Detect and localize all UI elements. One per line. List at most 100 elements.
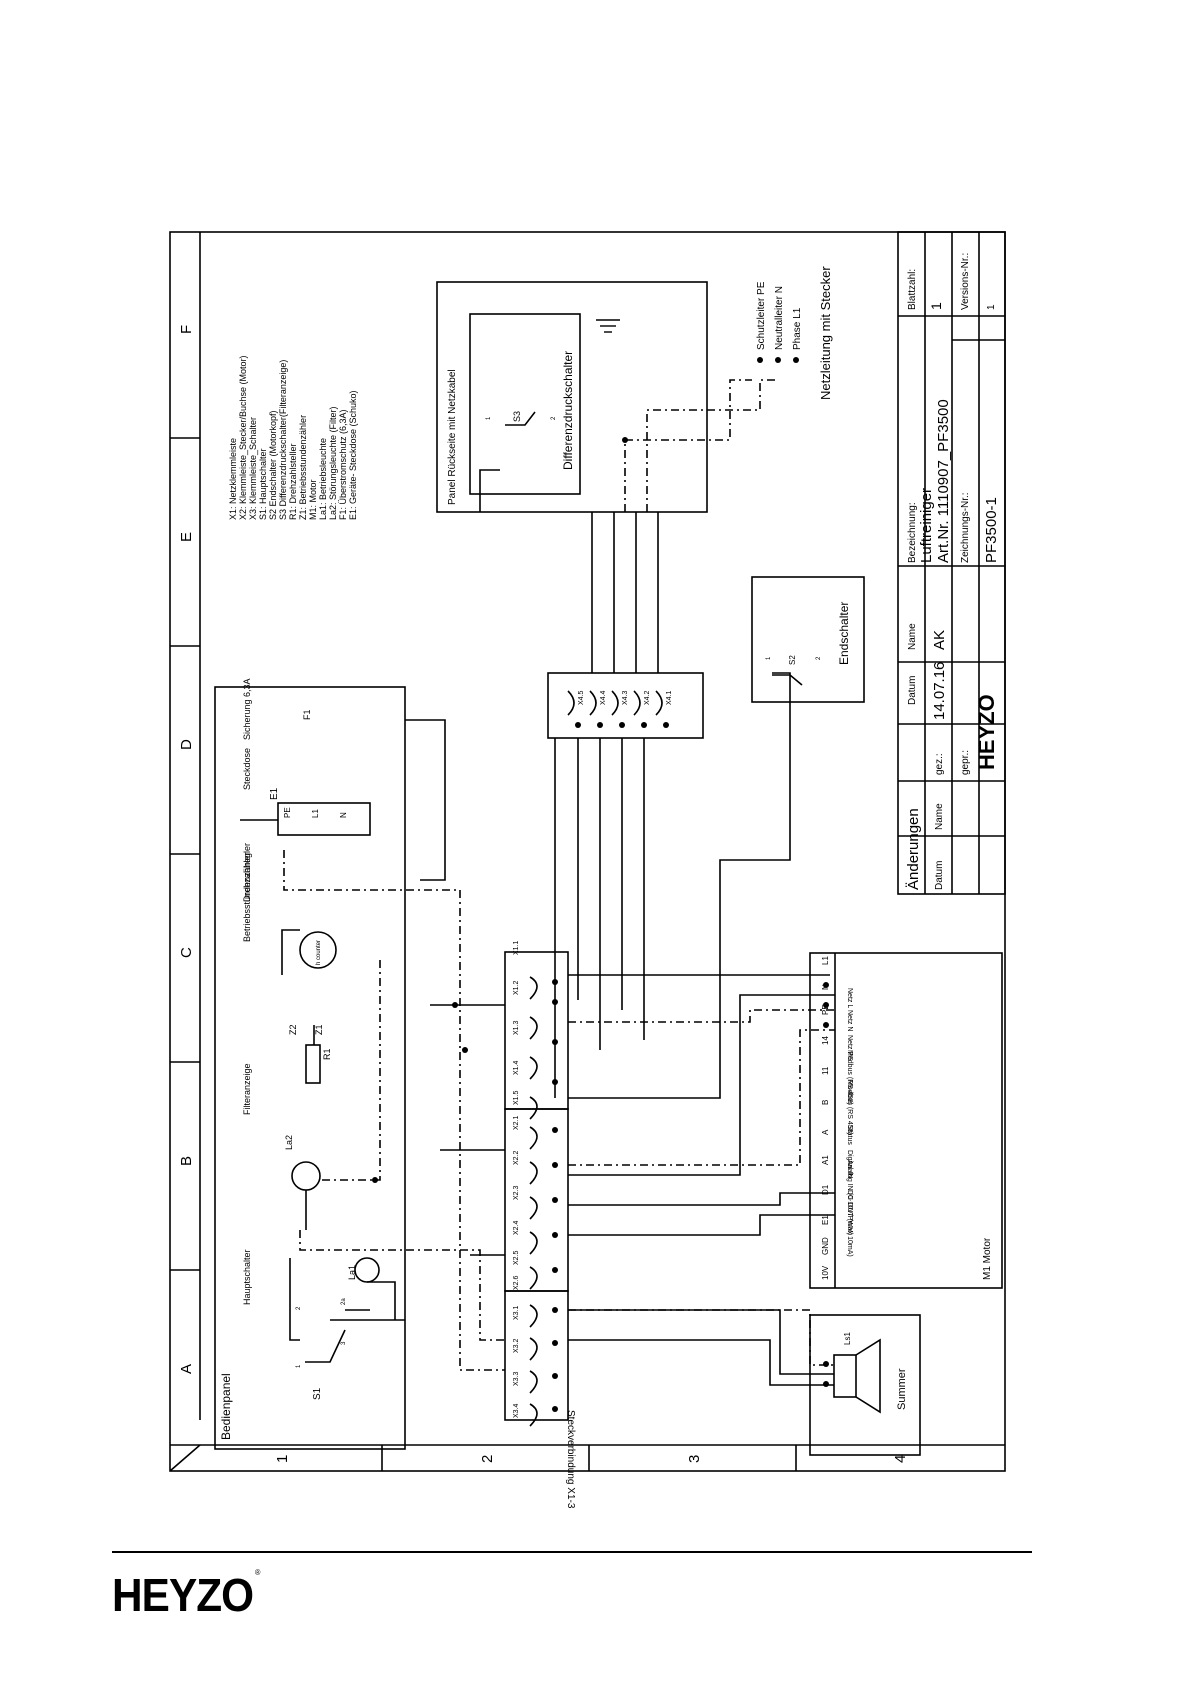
x4-pin: X4.4: [600, 690, 607, 705]
motor-pin-desc: Digital IN: [846, 1150, 853, 1178]
zeichnungs-label: Zeichnungs-Nr.:: [960, 492, 971, 563]
s3-pin: 1: [486, 416, 492, 420]
row-label-3: 3: [686, 1455, 703, 1463]
x2-pin: X2.6: [513, 1275, 520, 1290]
label-la2: La2: [284, 1135, 294, 1150]
label-sicherung: Sicherung 6,3A: [242, 678, 252, 740]
motor-pin: L1: [821, 956, 830, 965]
gez-name: AK: [931, 630, 948, 650]
bezeichnung-2: Art.Nr. 1110907_PF3500: [935, 399, 952, 563]
legend-item: R1: Drehzahlsteller: [288, 443, 298, 520]
motor-box: [809, 952, 1003, 1289]
x3-pin: X3.4: [513, 1403, 520, 1418]
socket-pin-n: N: [339, 812, 348, 818]
x3-pin: X3.2: [513, 1338, 520, 1353]
label-counter: h counter: [316, 940, 322, 965]
motor-pin-desc: Modbus (RS 458): [846, 1080, 853, 1135]
legend-item: S3 Differenzdruckschalter(Filteranzeige): [278, 360, 288, 520]
label-z2: Z2: [288, 1024, 298, 1035]
gez-date: 14.07.16: [931, 662, 948, 720]
legend: X1: Netzklemmleiste X2: Klemmleiste_Stec…: [228, 355, 358, 520]
col-label-e: E: [178, 532, 195, 542]
x2-pin: X2.4: [513, 1220, 520, 1235]
motor-pin-desc: Netz L: [846, 988, 853, 1008]
label-s1: S1: [312, 1387, 323, 1400]
col-label-f: F: [178, 325, 195, 334]
switch-pin: 2a: [341, 1298, 347, 1305]
datum-head: Datum: [907, 676, 918, 705]
junction-dots: [372, 357, 829, 1412]
s3-label: S3: [512, 411, 522, 422]
zeichnungs-nr: PF3500-1: [983, 497, 1000, 563]
label-drehzahlregler: Drehzahlregler: [242, 843, 252, 902]
x2-pin: X2.2: [513, 1150, 520, 1165]
endschalter-title: Endschalter: [837, 602, 851, 665]
x1-pin: X1.1: [513, 940, 520, 955]
x4-block: [547, 672, 704, 739]
motor-pin: PE: [821, 1004, 830, 1015]
legend-item: Z1: Betriebsstundenzähler: [298, 415, 308, 520]
socket-pin-pe: PE: [283, 807, 292, 818]
versions-nr: 1: [986, 304, 997, 310]
wire-phase: Phase L1: [792, 307, 803, 350]
legend-item: E1: Geräte- Steckdose (Schuko): [348, 390, 358, 520]
legend-item: X2: Klemmleiste_Stecker/Buchse (Motor): [238, 355, 248, 520]
bezeichnung-label: Bezeichnung:: [907, 502, 918, 563]
x1-pin: X1.4: [513, 1060, 520, 1075]
ls1-label: Ls1: [843, 1332, 852, 1345]
s2-pin: 1: [766, 656, 772, 660]
label-steckdose: Steckdose: [242, 748, 252, 790]
ground-symbol: [596, 319, 620, 333]
legend-item: La1: Betriebsleuchte: [318, 438, 328, 520]
panel-rueckseite-box: [436, 281, 708, 513]
socket-pin-l1: L1: [311, 809, 320, 818]
footer-rule: [112, 1551, 1032, 1553]
name-col: Name: [934, 803, 945, 830]
motor-pin-desc: Netz PE: [846, 1035, 853, 1061]
aenderungen-label: Änderungen: [905, 808, 922, 890]
panel-rueckseite-title: Panel Rückseite mit Netzkabel: [447, 369, 458, 505]
motor-pin: N: [821, 984, 830, 990]
col-label-b: B: [178, 1156, 195, 1166]
label-e1: E1: [269, 787, 280, 800]
motor-pin: 14: [821, 1036, 830, 1045]
motor-pin: 11: [821, 1066, 830, 1075]
solid-wires: [240, 469, 835, 1386]
motor-pin-desc: Status: [846, 1125, 853, 1145]
label-betriebsstundenzaehler: Betriebsstundenzähler: [242, 852, 252, 942]
gez-label: gez.:: [934, 753, 945, 775]
motor-pin-desc: DC OUT (max 10mA): [846, 1190, 853, 1257]
x2-pin: X2.1: [513, 1115, 520, 1130]
dashed-wires: [283, 379, 835, 1371]
x4-pin: X4.1: [666, 690, 673, 705]
name-head: Name: [907, 623, 918, 650]
blattzahl-label: Blattzahl:: [907, 269, 918, 310]
motor-pin: E1: [821, 1215, 830, 1225]
steckverbindung-label: Steckverbindung X1-3: [565, 1410, 576, 1509]
x4-pin: X4.3: [622, 690, 629, 705]
legend-item: F1: Überstromschutz (6,3A): [338, 409, 348, 520]
motor-pin: B: [821, 1100, 830, 1105]
legend-item: X3: Klemmleiste_Schalter: [248, 417, 258, 520]
x3-pin: X3.1: [513, 1305, 520, 1320]
motor-title: M1 Motor: [982, 1237, 993, 1280]
footer-reg-mark: ®: [255, 1568, 260, 1577]
row-label-4: 4: [892, 1455, 909, 1463]
switch-pin: 2: [296, 1306, 302, 1310]
footer-logo-text: HEYZO: [112, 1569, 254, 1621]
motor-pin: 10V: [821, 1265, 830, 1280]
bezeichnung-1: Luftreiniger: [918, 488, 935, 563]
summer-title: Summer: [896, 1368, 908, 1410]
legend-item: S1: Hauptschalter: [258, 448, 268, 520]
col-label-d: D: [178, 739, 195, 750]
x1-pin: X1.2: [513, 980, 520, 995]
row-label-2: 2: [479, 1455, 496, 1463]
row-label-1: 1: [274, 1455, 291, 1463]
motor-pin: A: [821, 1129, 830, 1135]
versions-label: Versions-Nr.:: [960, 253, 971, 310]
wire-neutralleiter: Neutralleiter N: [774, 286, 785, 350]
col-label-a: A: [178, 1364, 195, 1374]
legend-item: M1: Motor: [308, 479, 318, 520]
bedienpanel-title: Bedienpanel: [219, 1373, 233, 1440]
